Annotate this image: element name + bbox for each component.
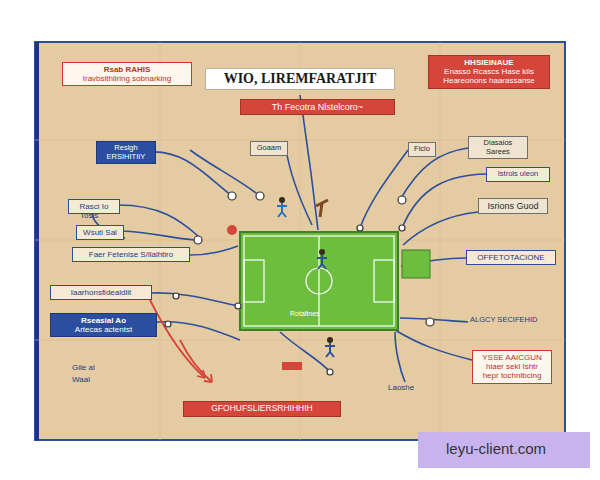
tag-box: Goaam [250,141,288,156]
tag-box: Istrols uleon [486,167,550,182]
board-frame [35,42,565,440]
tag-box: Ficlo [408,142,436,157]
process-box: OFFETOTACIONE [466,250,556,265]
side-label: Laoshe [388,384,414,393]
box-heading: Reslgh ERSIHITIIY [101,144,151,161]
box-heading: Rasci Io [73,202,115,211]
soccer-field [240,232,430,330]
side-label: ALGCY SECIFEHID [470,316,537,324]
red-marker [282,362,302,370]
process-box: Rseasial AoArtecas actentst [50,313,157,337]
node-dots [165,192,434,375]
board-edge [35,42,39,440]
box-heading: Faer Fetenise S/ilalhtiro [77,250,185,259]
box-heading: WIO, LIREMFARATJIT [210,71,390,87]
box-heading: Ficlo [413,145,431,154]
box-heading: Iaarhonsfidealdlit [55,288,147,297]
tag-box: Isrions Guod [478,198,548,214]
subtitle-band: Th Fecotra Nlstelcoro~ [240,99,395,115]
note-box: HHSIEINAUEEnasso Rcascs Hase kiis Heareo… [428,55,550,89]
note-box: YSSE AAICGUN hiaer sekl Ishtr hepr tochn… [472,350,552,384]
side-label: Waal [72,376,90,385]
title-box: WIO, LIREMFARATJIT [205,68,395,90]
box-heading: Wsuti Sal [81,228,119,237]
box-heading: GFOHUFSLIERSRHIHHIH [188,404,336,414]
process-box: Reslgh ERSIHITIIY [96,141,156,164]
tag-box: Diasaios Sarees [468,136,528,159]
box-heading: Istrols uleon [491,170,545,179]
board-ground [35,42,565,440]
box-heading: OFFETOTACIONE [471,253,551,262]
box-heading: Diasaios Sarees [473,139,523,156]
board-grid [35,42,565,440]
box-text: Iravbsithliring sobnarking [67,74,187,83]
box-heading: Goaam [255,144,283,153]
watermark: leyu-client.com [446,441,546,458]
process-box: Wsuti Sal [76,225,124,240]
watermark-band [418,432,590,468]
box-heading: YSSE AAICGUN hiaer sekl Ishtr hepr tochn… [477,353,547,381]
box-heading: HHSIEINAUE [433,58,545,67]
footer-band: GFOHUFSLIERSRHIHHIH [183,401,341,417]
box-heading: Rsab RAHIS [67,65,187,74]
box-heading: Th Fecotra Nlstelcoro~ [245,102,390,112]
process-box: Faer Fetenise S/ilalhtiro [72,247,190,262]
box-text: Artecas actentst [55,325,152,334]
box-text: Enasso Rcascs Hase kiis Heareonons haara… [433,67,545,85]
box-heading: Isrions Guod [483,201,543,211]
player-figures [227,197,335,357]
side-label: Tosls [80,212,98,221]
side-label: Gile al [72,364,95,373]
note-box: Rsab RAHISIravbsithliring sobnarking [62,62,192,86]
leader-lines [92,95,486,382]
field-label: Rotaltnes [290,310,320,318]
red-arrows [150,300,212,382]
process-box: Iaarhonsfidealdlit [50,285,152,300]
box-heading: Rseasial Ao [55,316,152,325]
